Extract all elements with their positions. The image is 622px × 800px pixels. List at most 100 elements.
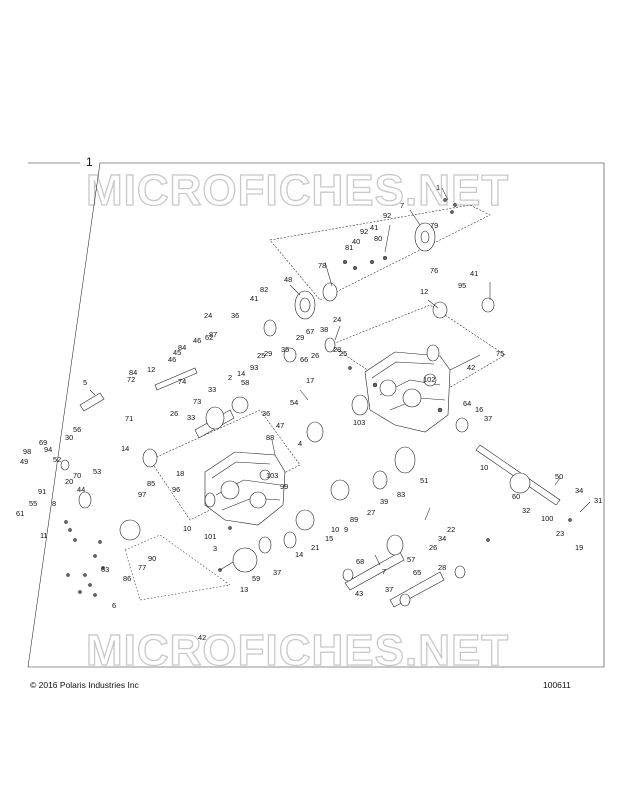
callout-58: 58 — [241, 378, 249, 387]
callout-52: 52 — [53, 455, 61, 464]
callout-84: 84 — [178, 343, 186, 352]
callout-43: 43 — [355, 589, 363, 598]
callout-36: 36 — [262, 409, 270, 418]
callout-72: 72 — [127, 375, 135, 384]
callout-41: 41 — [250, 294, 258, 303]
callout-78: 78 — [318, 261, 326, 270]
callout-76: 76 — [430, 266, 438, 275]
callout-65: 65 — [413, 568, 421, 577]
callout-25: 25 — [339, 349, 347, 358]
callout-79: 79 — [430, 221, 438, 230]
callout-92: 92 — [383, 211, 391, 220]
callout-66: 66 — [300, 355, 308, 364]
callout-69: 69 — [39, 438, 47, 447]
callout-55: 55 — [29, 499, 37, 508]
callout-numbers: 1779419281407678809241954882413624127587… — [16, 183, 602, 642]
callout-24: 24 — [333, 315, 341, 324]
callout-64: 64 — [463, 399, 471, 408]
callout-4: 4 — [298, 439, 302, 448]
callout-37: 37 — [385, 585, 393, 594]
callout-10: 10 — [480, 463, 488, 472]
callout-7: 7 — [400, 201, 404, 210]
callout-54: 54 — [290, 398, 298, 407]
callout-62: 62 — [205, 333, 213, 342]
callout-14: 14 — [295, 550, 303, 559]
callout-27: 27 — [367, 508, 375, 517]
callout-74: 74 — [178, 377, 186, 386]
callout-34: 34 — [438, 534, 446, 543]
callout-94: 94 — [44, 445, 52, 454]
callout-87: 87 — [209, 330, 217, 339]
callout-95: 95 — [458, 281, 466, 290]
callout-13: 13 — [240, 585, 248, 594]
callout-61: 61 — [16, 509, 24, 518]
callout-34: 34 — [575, 486, 583, 495]
callout-84: 84 — [129, 368, 137, 377]
figure-id: 100611 — [543, 680, 571, 690]
callout-39: 39 — [380, 497, 388, 506]
leader-lines — [89, 187, 591, 571]
callout-93: 93 — [250, 363, 258, 372]
callout-26: 26 — [429, 543, 437, 552]
callout-15: 15 — [325, 534, 333, 543]
callout-56: 56 — [73, 425, 81, 434]
callout-18: 18 — [176, 469, 184, 478]
callout-16: 16 — [475, 405, 483, 414]
callout-10: 10 — [331, 525, 339, 534]
copyright-text: © 2016 Polaris Industries Inc — [30, 680, 140, 690]
callout-90: 90 — [148, 554, 156, 563]
callout-10: 10 — [183, 524, 191, 533]
callout-49: 49 — [20, 457, 28, 466]
gears — [60, 222, 531, 607]
lower-case-housing — [204, 451, 286, 526]
callout-53: 53 — [93, 467, 101, 476]
callout-100: 100 — [541, 514, 553, 523]
callout-50: 50 — [555, 472, 563, 481]
callout-96: 96 — [172, 485, 180, 494]
callout-59: 59 — [252, 574, 260, 583]
callout-46: 46 — [168, 355, 176, 364]
callout-83: 83 — [397, 490, 405, 499]
callout-31: 31 — [594, 496, 602, 505]
callout-24: 24 — [204, 311, 212, 320]
callout-63: 63 — [101, 565, 109, 574]
callout-28: 28 — [438, 563, 446, 572]
callout-29: 29 — [264, 349, 272, 358]
callout-67: 67 — [306, 327, 314, 336]
callout-29: 29 — [296, 333, 304, 342]
callout-101: 101 — [204, 532, 216, 541]
callout-35: 35 — [281, 345, 289, 354]
callout-91: 91 — [38, 487, 46, 496]
callout-33: 33 — [187, 413, 195, 422]
callout-26: 26 — [311, 351, 319, 360]
callout-21: 21 — [311, 543, 319, 552]
callout-92: 92 — [360, 227, 368, 236]
callout-23: 23 — [556, 529, 564, 538]
callout-20: 20 — [65, 477, 73, 486]
callout-85: 85 — [147, 479, 155, 488]
callout-51: 51 — [420, 476, 428, 485]
callout-40: 40 — [352, 237, 360, 246]
callout-17: 17 — [306, 376, 314, 385]
assembly-frame — [27, 162, 605, 668]
callout-30: 30 — [65, 433, 73, 442]
callout-37: 37 — [484, 414, 492, 423]
callout-71: 71 — [125, 414, 133, 423]
callout-12: 12 — [420, 287, 428, 296]
callout-70: 70 — [73, 471, 81, 480]
callout-41: 41 — [470, 269, 478, 278]
callout-89: 89 — [350, 515, 358, 524]
callout-81: 81 — [345, 243, 353, 252]
callout-97: 97 — [138, 490, 146, 499]
callout-41: 41 — [370, 223, 378, 232]
callout-8: 8 — [52, 499, 56, 508]
callout-19: 19 — [575, 543, 583, 552]
callout-99: 99 — [280, 482, 288, 491]
callout-44: 44 — [77, 485, 85, 494]
callout-103: 103 — [353, 418, 365, 427]
callout-14: 14 — [121, 444, 129, 453]
callout-5: 5 — [83, 378, 87, 387]
callout-32: 32 — [522, 506, 530, 515]
callout-60: 60 — [512, 492, 520, 501]
callout-42: 42 — [198, 633, 206, 642]
